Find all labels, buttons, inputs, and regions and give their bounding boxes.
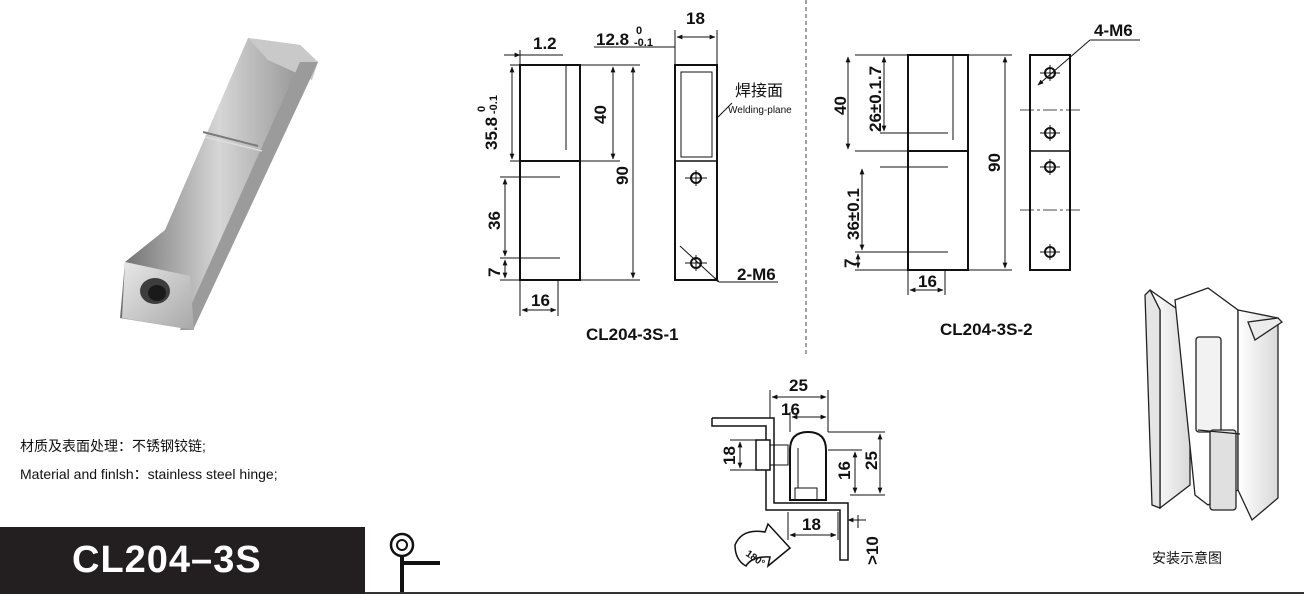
thread-4-m6: 4-M6 [1094,21,1133,40]
install-dim-16-right: 16 [835,461,854,480]
dim-35-8-sub: -0.1 [488,95,500,114]
dim-40: 40 [591,105,610,124]
dim2-36: 36±0.1 [844,188,863,240]
material-text-cn: 材质及表面处理：不锈钢铰链; [20,438,206,454]
dim-7: 7 [485,268,504,277]
dim2-16: 16 [918,272,937,291]
drawing-2-name: CL204-3S-2 [940,320,1033,339]
install-dim-25-top: 25 [789,376,808,395]
install-dim-16-top: 16 [781,400,800,419]
install-dim-ge10: >10 [863,536,882,565]
drawing-cl204-3s-2 [845,39,1140,295]
install-dim-18-left: 18 [720,446,739,465]
material-text-en: Material and finlsh：stainless steel hing… [20,466,278,482]
install-labels: 25 16 18 16 25 18 >10 180° [720,376,882,569]
bottom-rule [365,592,1304,594]
install-diagram-label: 安装示意图 [1152,550,1222,566]
install-dim-25-right: 25 [862,451,881,470]
install-3d-illustration [1144,287,1284,522]
drawing-1-name: CL204-3S-1 [586,325,679,344]
weld-label-cn: 焊接面 [735,82,783,100]
drawing-cl204-3s-1 [500,30,778,316]
thread-2-m6: 2-M6 [737,265,776,284]
dim-35-8-sup: 0 [476,106,488,112]
hinge-photo [120,38,318,330]
dim2-7: 7 [841,259,860,268]
product-code: CL204–3S [72,539,262,581]
dim-18: 18 [686,9,705,28]
dim-12-8: 12.8 [596,30,629,49]
dim-36: 36 [485,211,504,230]
install-dim-18-bottom: 18 [802,515,821,534]
dim-35-8: 35.8 [482,117,501,150]
dim-1-2: 1.2 [533,34,557,53]
install-section-view [711,390,885,568]
material-description: 材质及表面处理：不锈钢铰链; Material and finlsh：stain… [20,432,278,488]
product-code-banner: CL204–3S [0,527,365,594]
dim-12-8-sub: -0.1 [634,37,653,49]
weld-label-en: Welding-plane [728,105,792,116]
hinge-symbol-icon [389,532,440,594]
drawing-1-labels: 1.2 12.8 0 -0.1 18 35.8 0 -0.1 40 90 36 … [476,9,792,344]
dim-90: 90 [613,166,632,185]
dim2-90: 90 [985,153,1004,172]
drawing-2-labels: 40 26±0.1.7 90 36±0.1 7 16 4-M6 CL204-3S… [831,21,1133,339]
dim-16: 16 [531,291,550,310]
dim2-26: 26±0.1.7 [866,66,885,132]
dim-12-8-sup: 0 [636,25,642,37]
dim2-40: 40 [831,96,850,115]
